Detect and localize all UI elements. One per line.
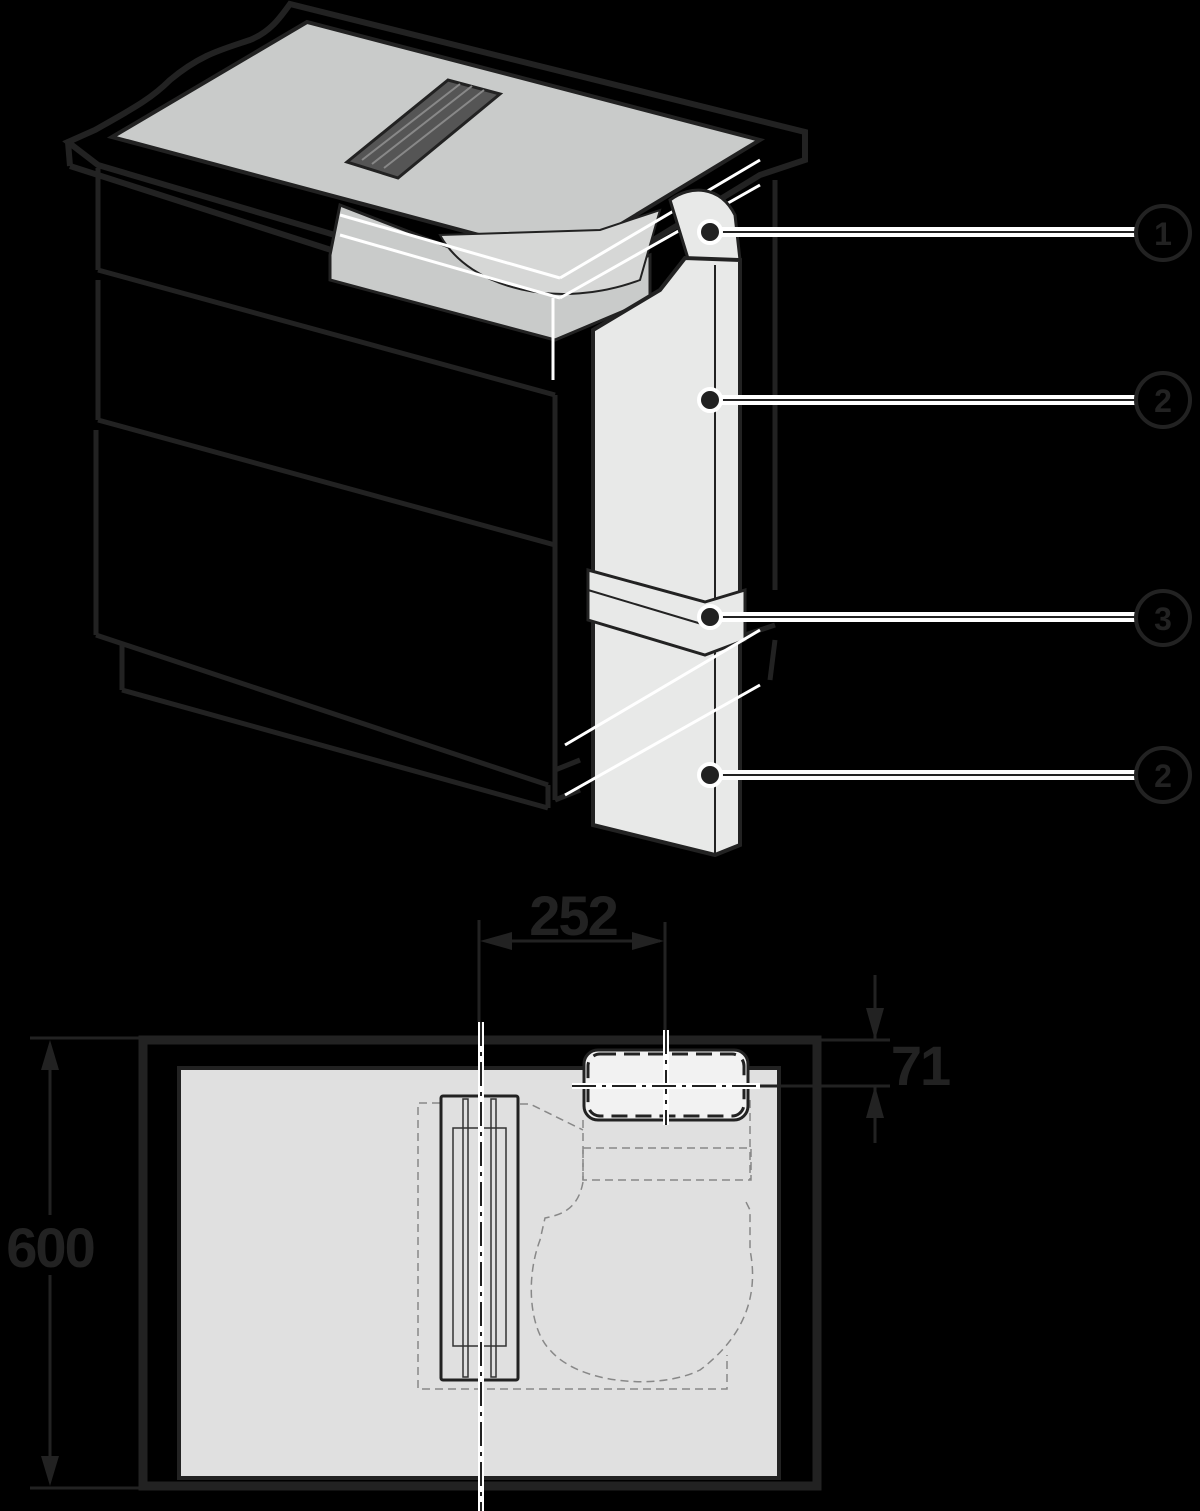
svg-text:2: 2 (1154, 758, 1172, 794)
cabinet (93, 168, 778, 811)
extractor-unit (328, 158, 761, 380)
svg-text:1: 1 (1154, 216, 1172, 252)
callout-2-lower: 2 (1134, 746, 1192, 804)
callout-1: 1 (1134, 204, 1192, 262)
unit-footprint (417, 1100, 754, 1390)
callout-leaders (697, 219, 1135, 788)
svg-text:600: 600 (6, 1216, 93, 1279)
plan-view: 252 71 600 (6, 884, 952, 1511)
dimension-71: 71 (760, 975, 952, 1143)
svg-text:71: 71 (891, 1034, 950, 1097)
callout-2-upper: 2 (1134, 371, 1192, 429)
svg-text:2: 2 (1154, 383, 1172, 419)
svg-text:3: 3 (1154, 601, 1172, 637)
vent-grille (343, 78, 504, 180)
isometric-view: 1 2 3 2 (62, 0, 1192, 858)
dimension-600: 600 (6, 1036, 140, 1490)
svg-text:252: 252 (529, 884, 616, 947)
dimension-252: 252 (477, 884, 667, 1030)
centerlines (478, 1022, 760, 1511)
callout-3: 3 (1134, 589, 1192, 647)
